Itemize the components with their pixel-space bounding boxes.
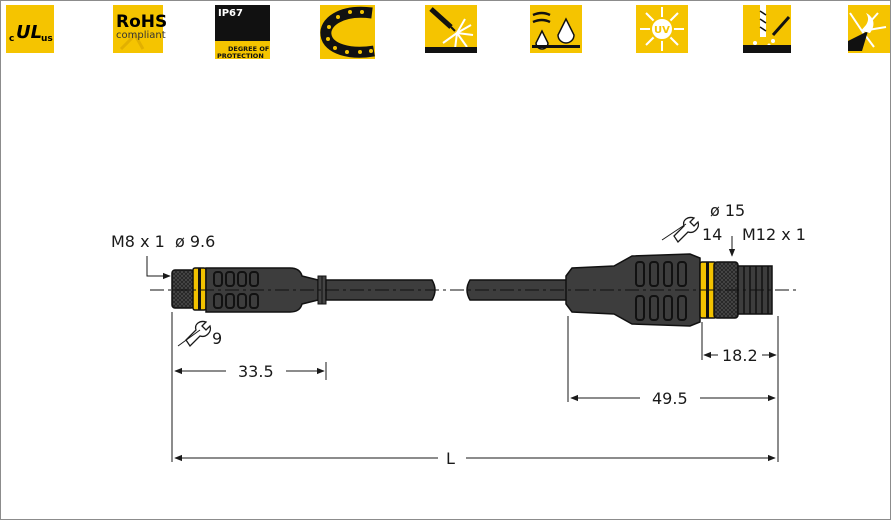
right-length-label: 49.5 bbox=[652, 389, 688, 408]
ip67-title: IP67 bbox=[218, 8, 243, 19]
right-diameter-label: ø 15 bbox=[710, 201, 745, 220]
dimensions bbox=[146, 223, 779, 462]
ul-mark: UL bbox=[16, 22, 42, 43]
rohs-icon: RoHS compliant bbox=[113, 5, 167, 53]
rohs-sub: compliant bbox=[116, 30, 166, 41]
ul-icon: c UL us bbox=[6, 5, 54, 53]
left-thread-leader bbox=[146, 256, 171, 280]
uv-resistance-icon: UV bbox=[636, 5, 688, 53]
ip67-line1: DEGREE OF bbox=[228, 45, 269, 53]
flame-icon bbox=[848, 5, 890, 53]
ip67-icon: IP67 DEGREE OF PROTECTION bbox=[215, 5, 270, 60]
badge-row: c UL us RoHS compliant IP67 DEGREE OF PR… bbox=[6, 5, 890, 60]
right-thread-length-label: 18.2 bbox=[722, 346, 758, 365]
ul-us: us bbox=[41, 34, 53, 44]
ip67-line2: PROTECTION bbox=[217, 52, 264, 60]
right-thread-label: M12 x 1 bbox=[742, 225, 806, 244]
uv-label: UV bbox=[654, 25, 670, 36]
right-wrench-leader bbox=[661, 223, 687, 241]
total-length-label: L bbox=[446, 449, 455, 468]
left-wrench-icon bbox=[185, 320, 212, 348]
rohs-title: RoHS bbox=[116, 12, 167, 32]
left-knurled-nut bbox=[171, 269, 195, 309]
left-wrench-leader bbox=[177, 329, 201, 347]
oil-resistance-icon bbox=[530, 5, 582, 53]
left-length-label: 33.5 bbox=[238, 362, 274, 381]
left-thread-label: M8 x 1 bbox=[111, 232, 165, 251]
right-wrench-icon bbox=[673, 216, 700, 244]
right-wrench-label: 14 bbox=[702, 225, 722, 244]
left-diameter-label: ø 9.6 bbox=[175, 232, 215, 251]
ul-c: c bbox=[9, 34, 14, 44]
drill-chips-icon bbox=[743, 5, 791, 53]
left-wrench-label: 9 bbox=[212, 329, 222, 348]
drag-chain-icon bbox=[320, 5, 375, 59]
welding-spatter-icon bbox=[425, 5, 477, 53]
cable-assembly bbox=[150, 253, 798, 327]
